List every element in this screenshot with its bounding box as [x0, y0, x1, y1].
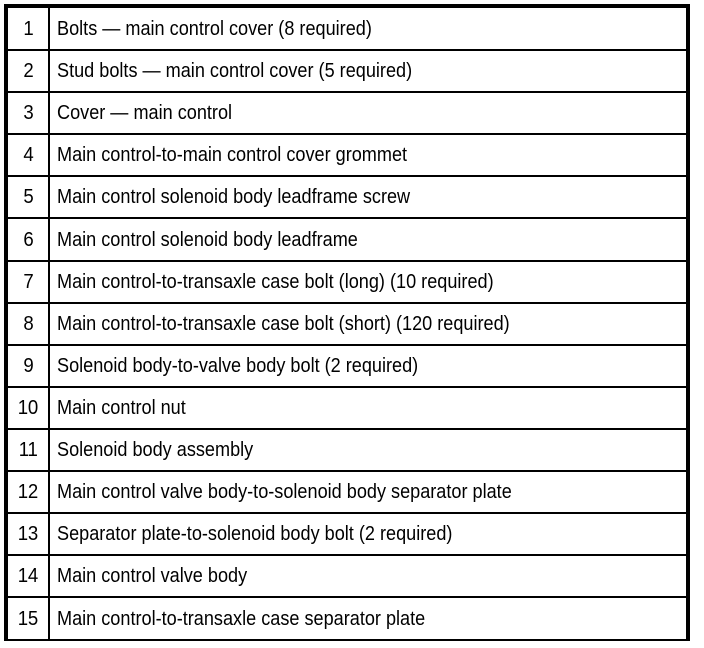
item-description: Bolts — main control cover (8 required) — [57, 17, 372, 40]
item-number-cell: 10 — [8, 385, 50, 429]
item-number-cell: 12 — [8, 470, 50, 514]
item-number: 13 — [17, 523, 39, 546]
item-number-cell: 13 — [8, 512, 50, 556]
item-description: Solenoid body-to-valve body bolt (2 requ… — [57, 354, 419, 377]
item-description: Main control nut — [57, 396, 186, 419]
item-number-cell: 6 — [8, 217, 50, 261]
item-description: Main control-to-main control cover gromm… — [57, 144, 408, 167]
item-description-cell: Solenoid body-to-valve body bolt (2 requ… — [49, 343, 686, 387]
table-row: 15 Main control-to-transaxle case separa… — [8, 596, 686, 640]
item-description: Main control valve body — [57, 565, 248, 588]
item-number: 12 — [17, 481, 39, 504]
item-number-cell: 8 — [8, 301, 50, 345]
table-row: 1 Bolts — main control cover (8 required… — [8, 8, 686, 51]
item-number-cell: 1 — [8, 8, 50, 51]
item-description-cell: Main control-to-transaxle case bolt (sho… — [49, 301, 686, 345]
item-description: Main control valve body-to-solenoid body… — [57, 481, 512, 504]
item-description-cell: Solenoid body assembly — [49, 427, 686, 472]
item-description-cell: Bolts — main control cover (8 required) — [49, 8, 686, 50]
item-number-cell: 11 — [8, 427, 50, 472]
table-row: 2 Stud bolts — main control cover (5 req… — [8, 49, 686, 93]
item-description: Stud bolts — main control cover (5 requi… — [57, 60, 413, 83]
parts-list-table-body: 1 Bolts — main control cover (8 required… — [8, 8, 686, 640]
item-number-cell: 9 — [8, 343, 50, 387]
table-row: 3 Cover — main control — [8, 91, 686, 135]
item-number: 11 — [18, 438, 38, 461]
item-description: Main control-to-transaxle case bolt (sho… — [57, 312, 510, 335]
item-number-cell: 5 — [8, 175, 50, 219]
item-number-cell: 3 — [8, 91, 50, 135]
item-description-cell: Stud bolts — main control cover (5 requi… — [49, 49, 686, 93]
item-number-cell: 14 — [8, 554, 50, 598]
item-description: Main control solenoid body leadframe — [57, 228, 358, 251]
item-description: Cover — main control — [57, 102, 233, 125]
item-number: 10 — [17, 396, 39, 419]
item-description-cell: Separator plate-to-solenoid body bolt (2… — [49, 512, 686, 556]
item-description-cell: Main control solenoid body leadframe scr… — [49, 175, 686, 219]
parts-list-table: 1 Bolts — main control cover (8 required… — [8, 8, 686, 640]
item-number: 2 — [22, 60, 34, 83]
item-description-cell: Main control valve body-to-solenoid body… — [49, 470, 686, 514]
item-number-cell: 2 — [8, 49, 50, 93]
item-number: 7 — [22, 270, 34, 293]
table-row: 6 Main control solenoid body leadframe — [8, 217, 686, 261]
parts-list-table-container: 1 Bolts — main control cover (8 required… — [4, 4, 690, 641]
item-description: Main control solenoid body leadframe scr… — [57, 186, 411, 209]
table-row: 9 Solenoid body-to-valve body bolt (2 re… — [8, 343, 686, 387]
item-description-cell: Main control valve body — [49, 554, 686, 598]
item-description-cell: Main control-to-transaxle case separator… — [49, 596, 686, 640]
table-row: 11 Solenoid body assembly — [8, 427, 686, 472]
item-description: Separator plate-to-solenoid body bolt (2… — [57, 523, 453, 546]
item-description: Main control-to-transaxle case bolt (lon… — [57, 270, 494, 293]
item-description-cell: Main control nut — [49, 385, 686, 429]
item-number: 1 — [22, 17, 34, 40]
item-number-cell: 4 — [8, 133, 50, 177]
item-description-cell: Cover — main control — [49, 91, 686, 135]
table-row: 7 Main control-to-transaxle case bolt (l… — [8, 259, 686, 303]
table-row: 8 Main control-to-transaxle case bolt (s… — [8, 301, 686, 345]
item-number: 14 — [17, 565, 39, 588]
item-number: 15 — [17, 607, 39, 630]
table-row: 13 Separator plate-to-solenoid body bolt… — [8, 512, 686, 556]
item-description-cell: Main control-to-transaxle case bolt (lon… — [49, 259, 686, 303]
item-description-cell: Main control solenoid body leadframe — [49, 217, 686, 261]
table-row: 4 Main control-to-main control cover gro… — [8, 133, 686, 177]
item-number-cell: 15 — [8, 596, 50, 640]
item-number: 5 — [22, 186, 34, 209]
item-number: 4 — [22, 144, 34, 167]
table-row: 14 Main control valve body — [8, 554, 686, 598]
item-description: Solenoid body assembly — [57, 438, 254, 461]
table-row: 12 Main control valve body-to-solenoid b… — [8, 470, 686, 514]
item-number: 3 — [22, 102, 34, 125]
item-number: 8 — [22, 312, 34, 335]
table-row: 5 Main control solenoid body leadframe s… — [8, 175, 686, 219]
table-row: 10 Main control nut — [8, 385, 686, 429]
item-number: 6 — [22, 228, 34, 251]
item-description-cell: Main control-to-main control cover gromm… — [49, 133, 686, 177]
item-description: Main control-to-transaxle case separator… — [57, 607, 426, 630]
item-number-cell: 7 — [8, 259, 50, 303]
item-number: 9 — [22, 354, 34, 377]
